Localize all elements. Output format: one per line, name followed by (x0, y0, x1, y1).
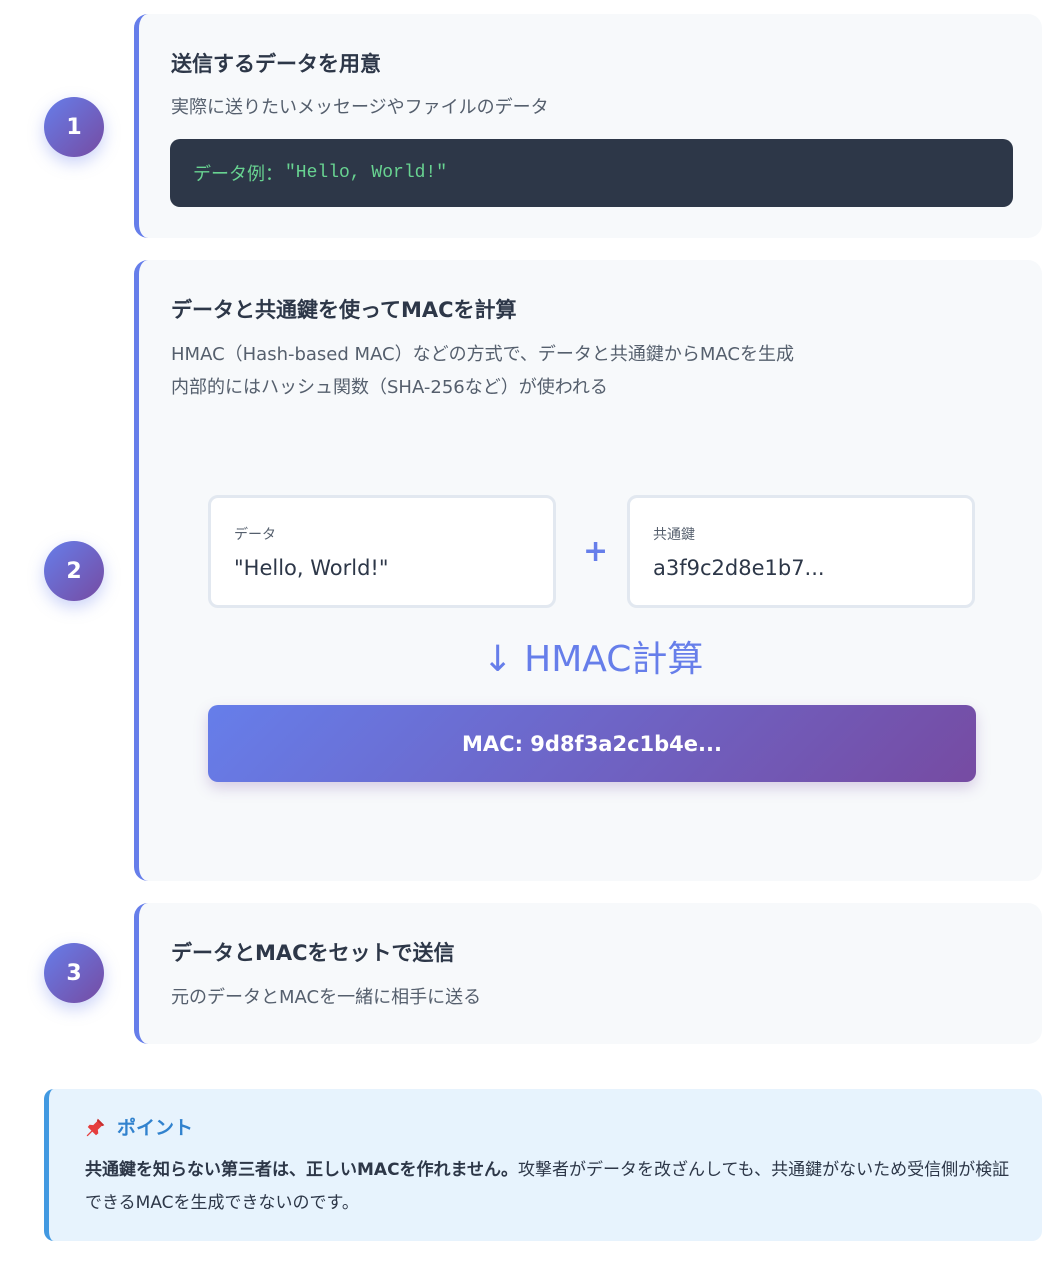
key-value: a3f9c2d8e1b7... (653, 556, 825, 580)
pushpin-icon (86, 1118, 105, 1136)
point-text: 攻撃者がデータを改ざんしても、共通鍵がないため受信側が検証できるMACを生成でき… (85, 1160, 1010, 1213)
step-card: データとMACをセットで送信 元のデータとMACを一緒に相手に送る (134, 903, 1042, 1044)
step-description: 実際に送りたいメッセージやファイルのデータ (171, 97, 549, 118)
mac-result-box: MAC: 9d8f3a2c1b4e... (208, 705, 976, 782)
step-2: 2 データと共通鍵を使ってMACを計算 HMAC（Hash-based MAC）… (0, 260, 1054, 881)
hmac-arrow-label: ↓ HMAC計算 (482, 639, 704, 680)
step-number-badge: 3 (44, 943, 104, 1003)
point-body: 共通鍵を知らない第三者は、正しいMACを作れません。攻撃者がデータを改ざんしても… (85, 1154, 1015, 1220)
step-description: 元のデータとMACを一緒に相手に送る (171, 987, 482, 1008)
step-number-badge: 2 (44, 541, 104, 601)
point-title: ポイント (117, 1117, 194, 1139)
step-description-line-1: HMAC（Hash-based MAC）などの方式で、データと共通鍵からMACを… (171, 344, 795, 365)
point-heading: ポイント (85, 1113, 193, 1140)
step-1: 1 送信するデータを用意 実際に送りたいメッセージやファイルのデータ データ例：… (0, 14, 1054, 238)
step-title: データと共通鍵を使ってMACを計算 (171, 298, 517, 322)
step-title: データとMACをセットで送信 (171, 941, 455, 965)
code-value: "Hello, World!" (285, 163, 448, 183)
data-label: データ (234, 527, 276, 543)
data-input-box: データ "Hello, World!" (208, 495, 556, 608)
key-input-box: 共通鍵 a3f9c2d8e1b7... (627, 495, 975, 608)
step-title: 送信するデータを用意 (171, 52, 381, 76)
step-3: 3 データとMACをセットで送信 元のデータとMACを一緒に相手に送る (0, 903, 1054, 1044)
point-bold-text: 共通鍵を知らない第三者は、正しいMACを作れません。 (85, 1160, 519, 1180)
code-example-block: データ例： "Hello, World!" (170, 139, 1013, 207)
step-number-badge: 1 (44, 97, 104, 157)
data-value: "Hello, World!" (234, 556, 389, 580)
point-callout: ポイント 共通鍵を知らない第三者は、正しいMACを作れません。攻撃者がデータを改… (44, 1089, 1042, 1241)
step-card: データと共通鍵を使ってMACを計算 HMAC（Hash-based MAC）など… (134, 260, 1042, 881)
plus-icon: + (583, 534, 609, 569)
step-description-line-2: 内部的にはハッシュ関数（SHA-256など）が使われる (171, 377, 608, 398)
code-prefix: データ例： (193, 164, 283, 185)
key-label: 共通鍵 (653, 527, 695, 543)
step-card: 送信するデータを用意 実際に送りたいメッセージやファイルのデータ データ例： "… (134, 14, 1042, 238)
